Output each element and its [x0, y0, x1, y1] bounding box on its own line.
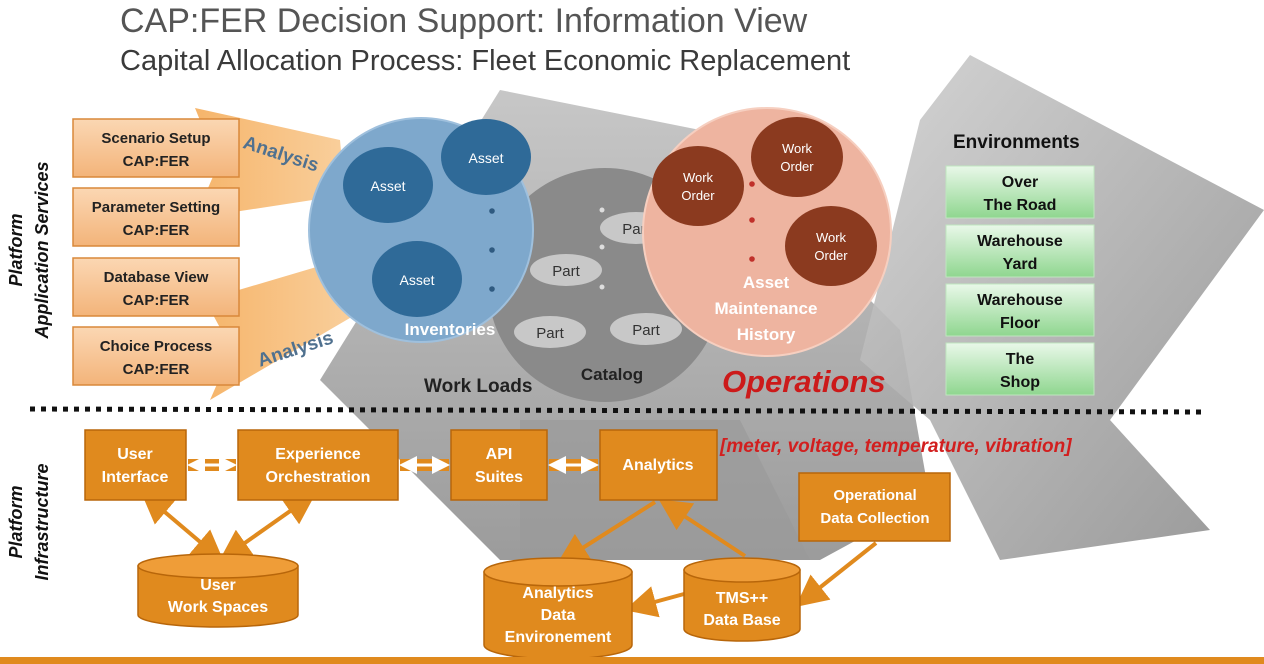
inventories-label: Inventories: [405, 320, 496, 339]
box-label: Operational: [833, 487, 916, 504]
db-label: User: [200, 577, 236, 594]
environment-label: Warehouse: [977, 233, 1063, 250]
asset-ellipse[interactable]: [343, 147, 433, 223]
work-order-label: Order: [681, 188, 715, 203]
service-label: Database View: [104, 269, 209, 286]
api-suites-box[interactable]: API Suites: [450, 429, 548, 501]
environment-warehouse-floor[interactable]: Warehouse Floor: [945, 283, 1095, 337]
work-order-label: Work: [683, 170, 714, 185]
box-label: Analytics: [622, 457, 693, 474]
part-ellipse[interactable]: [530, 254, 602, 286]
maintenance-circle[interactable]: Work Order Work Order Work Order Asset M…: [642, 107, 892, 357]
box-label: Experience: [275, 446, 360, 463]
service-database-view[interactable]: Database View CAP:FER: [72, 257, 240, 317]
service-label: Parameter Setting: [92, 199, 220, 216]
operations-label: Operations: [722, 364, 886, 399]
work-order-label: Work: [816, 230, 847, 245]
service-scenario-setup[interactable]: Scenario Setup CAP:FER: [72, 118, 240, 178]
page-title: CAP:FER Decision Support: Information Vi…: [120, 2, 808, 40]
environment-label: The Road: [984, 197, 1057, 214]
box-label: Orchestration: [266, 469, 371, 486]
asset-label: Asset: [468, 150, 503, 166]
environments-title: Environments: [953, 132, 1080, 153]
catalog-label: Catalog: [581, 365, 643, 384]
db-label: Analytics: [522, 585, 593, 602]
environment-label: Over: [1002, 174, 1038, 191]
service-label: Choice Process: [100, 338, 213, 355]
connectors: [140, 491, 878, 618]
work-order-label: Work: [782, 141, 813, 156]
layer-divider: [29, 406, 1206, 415]
part-label: Part: [632, 322, 660, 339]
environment-label: The: [1006, 351, 1035, 368]
asset-label: Asset: [370, 178, 405, 194]
operational-data-collection-box[interactable]: Operational Data Collection: [798, 472, 951, 542]
experience-orchestration-box[interactable]: Experience Orchestration: [237, 429, 399, 501]
part-label: Part: [536, 325, 564, 342]
inventories-circle[interactable]: Asset Asset Asset Inventories: [308, 117, 534, 343]
box-label: Interface: [102, 469, 169, 486]
maintenance-label: Maintenance: [715, 299, 818, 318]
service-sublabel: CAP:FER: [123, 222, 190, 239]
environment-label: Shop: [1000, 374, 1040, 391]
service-sublabel: CAP:FER: [123, 361, 190, 378]
maintenance-label: History: [737, 325, 796, 344]
service-choice-process[interactable]: Choice Process CAP:FER: [72, 326, 240, 386]
maintenance-label: Asset: [743, 273, 790, 292]
environment-label: Floor: [1000, 315, 1040, 332]
part-ellipse[interactable]: [514, 316, 586, 348]
part-label: Part: [552, 263, 580, 280]
side-label-platform-app: Platform: [6, 213, 26, 286]
box-label: Data Collection: [820, 510, 929, 527]
db-label: Data: [541, 607, 576, 624]
work-loads-label: Work Loads: [424, 376, 532, 397]
db-label: Data Base: [703, 612, 780, 629]
work-order-ellipse[interactable]: [751, 117, 843, 197]
box-label: API: [486, 446, 513, 463]
analytics-data-environment-db[interactable]: Analytics Data Environement: [483, 557, 633, 660]
environment-over-the-road[interactable]: Over The Road: [945, 165, 1095, 219]
side-label-application-services: Application Services: [32, 161, 52, 339]
bottom-accent-bar: [0, 657, 1264, 664]
asset-ellipse[interactable]: [372, 241, 462, 317]
page-subtitle: Capital Allocation Process: Fleet Econom…: [120, 45, 850, 77]
db-label: Environement: [505, 629, 612, 646]
side-label-platform-infra: Platform: [6, 485, 26, 558]
side-label-infrastructure: Infrastructure: [32, 463, 52, 580]
asset-ellipse[interactable]: [441, 119, 531, 195]
db-label: Work Spaces: [168, 599, 268, 616]
db-label: TMS++: [716, 590, 768, 607]
service-parameter-setting[interactable]: Parameter Setting CAP:FER: [72, 187, 240, 247]
environment-label: Warehouse: [977, 292, 1063, 309]
work-order-label: Order: [814, 248, 848, 263]
tms-database-db[interactable]: TMS++ Data Base: [683, 557, 801, 642]
box-label: User: [117, 446, 153, 463]
service-sublabel: CAP:FER: [123, 153, 190, 170]
service-label: Scenario Setup: [101, 130, 210, 147]
work-order-ellipse[interactable]: [652, 146, 744, 226]
environment-label: Yard: [1003, 256, 1038, 273]
environment-the-shop[interactable]: The Shop: [945, 342, 1095, 396]
sensors-note: [meter, voltage, temperature, vibration]: [719, 436, 1072, 457]
service-sublabel: CAP:FER: [123, 292, 190, 309]
asset-label: Asset: [399, 272, 434, 288]
analysis-arrow-bottom: [205, 260, 355, 400]
analytics-box[interactable]: Analytics: [599, 429, 718, 501]
environment-warehouse-yard[interactable]: Warehouse Yard: [945, 224, 1095, 278]
work-order-ellipse[interactable]: [785, 206, 877, 286]
user-workspaces-db[interactable]: User Work Spaces: [137, 553, 299, 628]
part-ellipse[interactable]: [610, 313, 682, 345]
box-label: Suites: [475, 469, 523, 486]
work-order-label: Order: [780, 159, 814, 174]
user-interface-box[interactable]: User Interface: [84, 429, 187, 501]
